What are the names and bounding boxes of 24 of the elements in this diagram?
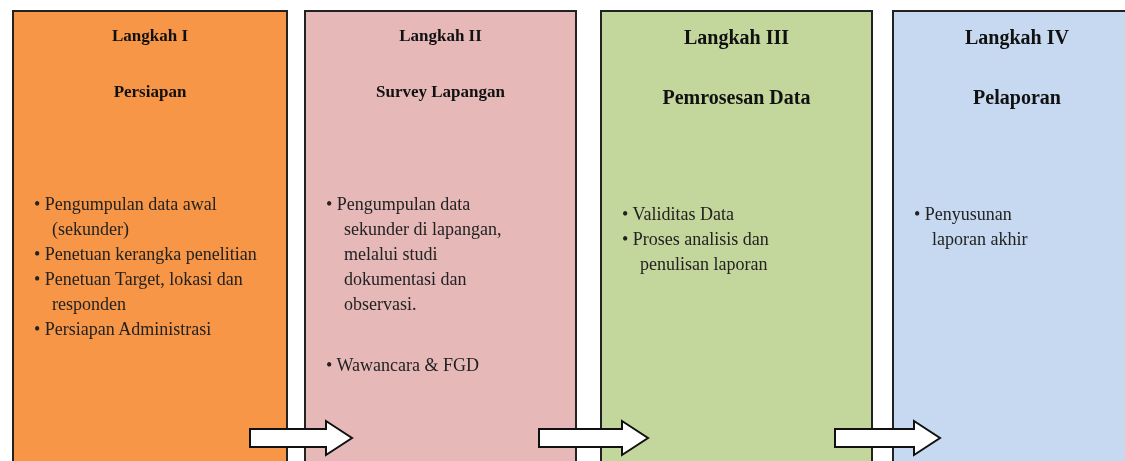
bullet-item: • Proses analisis dan penulisan laporan	[622, 228, 770, 276]
step-title: Pemrosesan Data	[661, 86, 812, 109]
step-panel	[304, 10, 577, 461]
step-title: Survey Lapangan	[375, 82, 506, 102]
step-heading: Langkah IV	[964, 26, 1070, 49]
block-arrow	[249, 419, 354, 457]
step-title: Persiapan	[112, 82, 188, 102]
bullet-item: • Pengumpulan data sekunder di lapangan, melalui studi dokumentasi dan observasi.	[326, 193, 503, 316]
step-title: Pelaporan	[972, 86, 1062, 109]
step-panel	[12, 10, 288, 461]
bullet-item: • Penyusunan laporan akhir	[914, 203, 1029, 251]
step-panel	[600, 10, 873, 461]
block-arrow	[834, 419, 942, 457]
bullet-item: • Pengumpulan data awal (sekunder)	[34, 193, 218, 241]
bullet-item: • Validitas Data	[622, 203, 735, 226]
step-heading: Langkah II	[398, 26, 483, 46]
bullet-item: • Penetuan Target, lokasi dan responden	[34, 268, 244, 316]
block-arrow	[538, 419, 650, 457]
step-heading: Langkah III	[682, 26, 791, 49]
step-heading: Langkah I	[110, 26, 190, 46]
bullet-item: • Persiapan Administrasi	[34, 318, 213, 341]
bullet-item: • Wawancara & FGD	[326, 354, 480, 377]
bullet-item: • Penetuan kerangka penelitian	[34, 243, 258, 266]
step-panel	[892, 10, 1125, 461]
